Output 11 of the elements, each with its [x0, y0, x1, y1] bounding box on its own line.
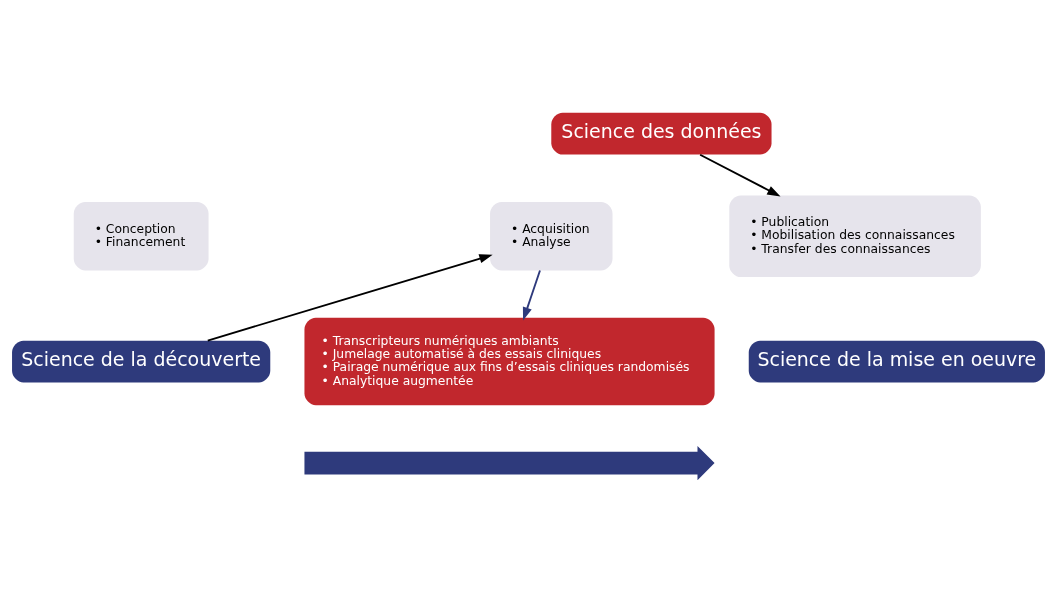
node-box: • Conception • Financement	[73, 201, 209, 270]
node-box: • Transcripteurs numériques ambiants • Jumelage automatisé à des essais cliniques • Pairage numérique aux fins d’essais cliniques randomisés • Analytique augmentée	[304, 317, 715, 405]
arrow	[522, 269, 541, 321]
node-box: Science des données	[551, 112, 772, 155]
node-arrow	[304, 445, 715, 480]
arrow	[206, 253, 493, 341]
node-box: Science de la découverte	[12, 340, 271, 382]
arrow	[699, 153, 781, 197]
node-box: • Acquisition • Analyse	[490, 201, 613, 270]
node-box: • Publication • Mobilisation des connaissances • Transfer des connaissances	[729, 194, 981, 277]
node-box: Science de la mise en oeuvre	[748, 340, 1045, 382]
